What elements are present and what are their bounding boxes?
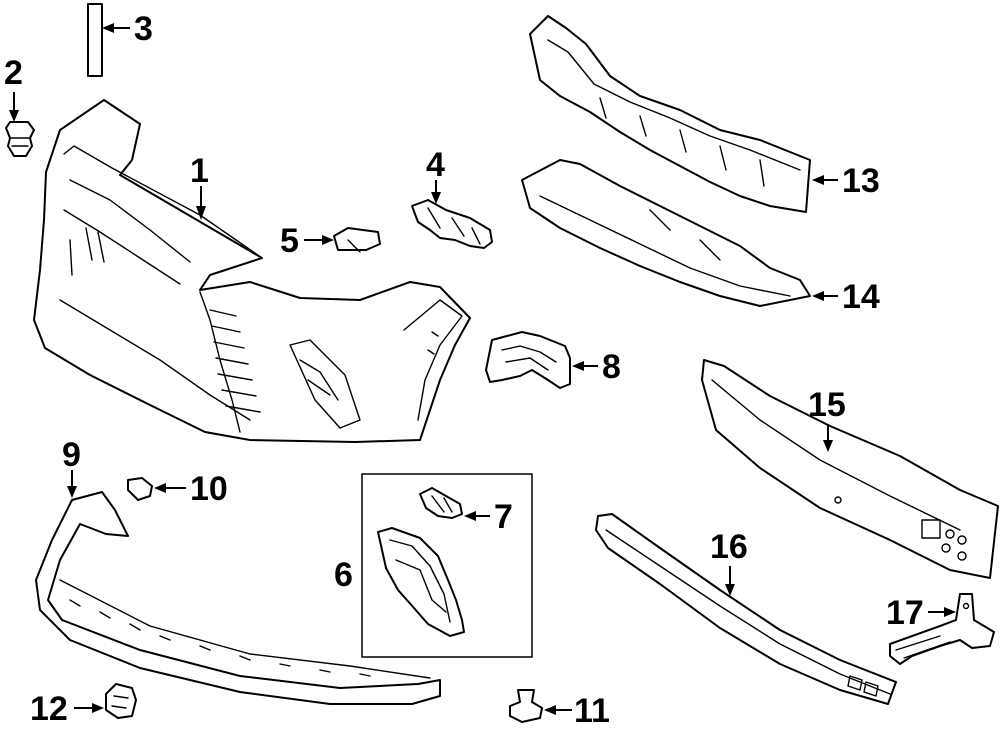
callout-15[interactable]: 15: [808, 386, 846, 452]
mounting-bracket[interactable]: [889, 593, 995, 665]
callout-4-label: 4: [426, 146, 445, 184]
cover-cap[interactable]: [333, 227, 381, 253]
fog-lamp[interactable]: [419, 487, 463, 519]
support-bracket[interactable]: [485, 331, 571, 389]
callout-7-label: 7: [494, 498, 513, 536]
retainer[interactable]: [127, 477, 153, 501]
callout-5-label: 5: [280, 222, 299, 260]
callout-14[interactable]: 14: [812, 278, 880, 316]
lower-beam[interactable]: [595, 513, 897, 705]
callout-1-label: 1: [190, 152, 209, 190]
upper-absorber[interactable]: [529, 15, 811, 213]
callout-3[interactable]: 3: [102, 10, 153, 48]
callout-16[interactable]: 16: [710, 528, 748, 596]
callout-11[interactable]: 11: [544, 692, 610, 730]
callout-11-label: 11: [574, 692, 610, 730]
lower-absorber[interactable]: [521, 159, 811, 307]
callout-4[interactable]: 4: [426, 146, 445, 204]
callout-8-label: 8: [602, 348, 621, 386]
callout-17-label: 17: [886, 594, 924, 632]
callout-2-label: 2: [4, 54, 23, 92]
callout-12[interactable]: 12: [30, 690, 104, 728]
lower-spoiler[interactable]: [35, 491, 441, 705]
bumper-cover[interactable]: [33, 99, 471, 443]
callout-9-label: 9: [62, 436, 81, 474]
push-clip[interactable]: [5, 121, 35, 157]
clip-fastener[interactable]: [509, 689, 543, 723]
callout-7[interactable]: 7: [464, 498, 513, 536]
callout-5[interactable]: 5: [280, 222, 334, 260]
callout-16-label: 16: [710, 528, 748, 566]
callout-1[interactable]: 1: [190, 152, 209, 220]
callout-2[interactable]: 2: [4, 54, 23, 122]
fog-lamp-group-box: [361, 473, 533, 658]
callout-8[interactable]: 8: [572, 348, 621, 386]
callout-9[interactable]: 9: [62, 436, 81, 498]
callout-6[interactable]: 6: [334, 556, 353, 594]
callout-10[interactable]: 10: [154, 470, 228, 508]
callout-13-label: 13: [842, 162, 880, 200]
seal-strip[interactable]: [87, 3, 103, 77]
clip-retainer[interactable]: [105, 683, 137, 719]
callout-15-label: 15: [808, 386, 846, 424]
side-bracket[interactable]: [411, 199, 493, 249]
callout-10-label: 10: [190, 470, 228, 508]
callout-13[interactable]: 13: [812, 162, 880, 200]
fog-lamp-bezel[interactable]: [377, 527, 465, 637]
callout-17[interactable]: 17: [886, 594, 956, 632]
callout-6-label: 6: [334, 556, 353, 594]
callouts: 1 2 3 4 5 6: [4, 10, 956, 730]
callout-12-label: 12: [30, 690, 68, 728]
reinforcement-beam[interactable]: [701, 359, 999, 579]
callout-14-label: 14: [842, 278, 880, 316]
callout-3-label: 3: [134, 10, 153, 48]
